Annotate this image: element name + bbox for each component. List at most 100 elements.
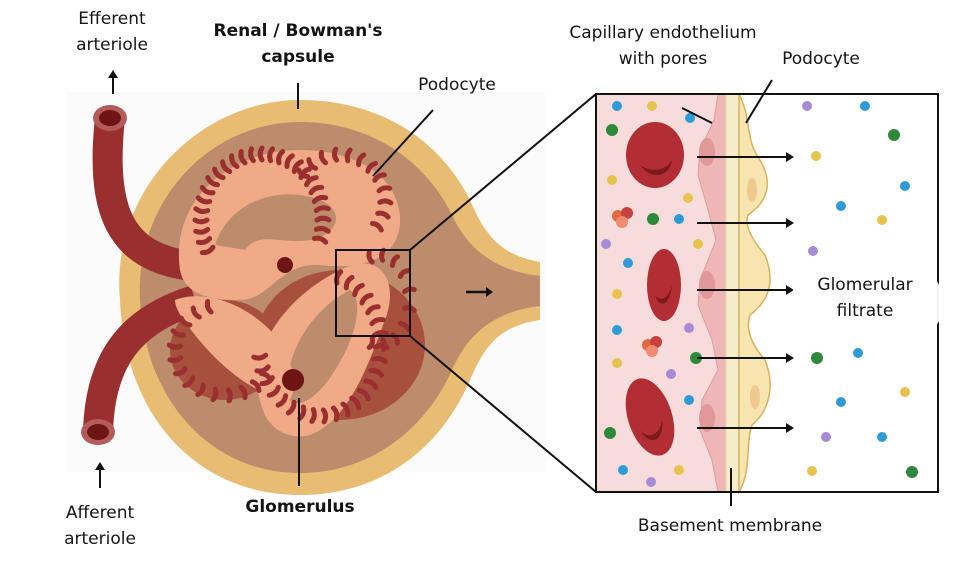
- afferent-line-2: arteriole: [64, 529, 136, 549]
- capillary-fold: [296, 167, 311, 179]
- solute-particle: [900, 181, 910, 191]
- capillary-folds: [166, 145, 417, 425]
- capillary-fold: [343, 274, 355, 291]
- capillary-fold: [375, 210, 391, 220]
- podocyte-label-right: Podocyte: [782, 49, 860, 69]
- solute-particle: [693, 239, 703, 249]
- endothelium-line-2: with pores: [618, 49, 708, 69]
- solute-particle: [807, 466, 817, 476]
- platelet-cluster: [612, 207, 633, 228]
- efferent-line-1: Efferent: [78, 9, 146, 29]
- capillary-fold: [331, 146, 340, 163]
- capillary-fold: [365, 304, 381, 316]
- solute-particle: [683, 193, 693, 203]
- capillary-fold: [320, 407, 329, 425]
- solute-particle: [601, 239, 611, 249]
- capillary-fold: [369, 221, 384, 233]
- efferent-arteriole-label: Efferent arteriole: [62, 6, 162, 58]
- afferent-arrow-head: [95, 462, 105, 470]
- capillary-fold: [199, 244, 216, 256]
- solute-particle: [808, 246, 818, 256]
- zoom-region-box: [335, 249, 411, 337]
- capillary-fold: [170, 328, 186, 338]
- capillary-fold: [225, 387, 233, 404]
- solute-particle: [684, 395, 694, 405]
- solute-particle: [607, 175, 617, 185]
- capillary-fold: [212, 166, 226, 181]
- capillary-fold: [195, 382, 206, 398]
- capillary-fold: [366, 250, 375, 265]
- renal-capsule-line-2: capsule: [261, 47, 335, 67]
- solute-particle: [612, 289, 622, 299]
- solute-particle: [666, 369, 676, 379]
- efferent-line-2: arteriole: [76, 35, 148, 55]
- solute-particle: [604, 427, 616, 439]
- red-blood-cell: [647, 249, 681, 321]
- capillary-fold: [166, 342, 183, 350]
- capillary-fold: [182, 375, 196, 389]
- podocyte-leader-left: [372, 109, 434, 177]
- capillary-fold: [192, 217, 210, 225]
- solute-particle: [836, 201, 846, 211]
- capillary-fold: [356, 152, 367, 168]
- solute-particle: [877, 432, 887, 442]
- solute-particle: [685, 113, 695, 123]
- capillary-endothelium-label: Capillary endothelium with pores: [548, 20, 778, 72]
- afferent-line-1: Afferent: [65, 503, 135, 523]
- solute-particle: [802, 101, 812, 111]
- capillary-fold: [349, 395, 362, 411]
- solute-particle: [612, 358, 622, 368]
- solute-particle: [906, 466, 918, 478]
- solute-particle: [623, 258, 633, 268]
- capillary-lumen: [282, 369, 304, 391]
- capillary-fold: [380, 337, 388, 353]
- afferent-arteriole: [81, 285, 200, 445]
- efferent-arteriole: [92, 105, 188, 280]
- solute-particle: [877, 215, 887, 225]
- podocyte-leader-right: [745, 79, 773, 124]
- filtrate-label-background: [792, 268, 942, 338]
- capillary-fold: [204, 299, 214, 315]
- capillary-fold: [178, 315, 193, 328]
- solute-particle: [684, 323, 694, 333]
- solute-particle: [900, 387, 910, 397]
- glomerular-filtrate-label: Glomerular filtrate: [800, 272, 930, 324]
- solute-particle: [811, 352, 823, 364]
- capillary-fold: [173, 366, 188, 377]
- filtration-arrow-head: [786, 152, 794, 162]
- podocyte-nucleus: [747, 178, 757, 202]
- capillary-fold: [297, 404, 307, 421]
- solute-particle: [612, 325, 622, 335]
- filtration-arrow-head: [786, 423, 794, 433]
- capillary-fold: [285, 399, 297, 416]
- filtration-arrow-head: [786, 218, 794, 228]
- solute-particle: [836, 397, 846, 407]
- capillary-fold: [365, 160, 379, 174]
- capillary-fold: [267, 146, 275, 164]
- capillary-fold: [195, 195, 213, 205]
- capillary-fold: [313, 225, 331, 234]
- red-blood-cell: [626, 122, 684, 188]
- basement-membrane: [725, 93, 740, 493]
- afferent-arteriole-label: Afferent arteriole: [50, 500, 150, 552]
- capillary-fold: [205, 175, 220, 188]
- capillary-fold: [276, 149, 286, 166]
- capillary-fold: [254, 364, 271, 374]
- filtration-arrow-head: [786, 353, 794, 363]
- efferent-arrow-head: [108, 70, 118, 78]
- capillary-fold: [379, 247, 387, 263]
- endothelial-nucleus: [699, 138, 715, 166]
- capillary-fold: [304, 175, 319, 188]
- filtrate-outflow-arrow: [466, 287, 493, 297]
- solute-particle: [612, 101, 622, 111]
- capillary-fold: [352, 282, 365, 298]
- capillary-fold: [306, 157, 319, 171]
- capillary-fold: [314, 215, 332, 223]
- zoom-connector-bottom: [409, 335, 597, 493]
- capillary-fold: [238, 384, 248, 401]
- capillary-fold: [313, 205, 331, 214]
- solute-particle: [647, 213, 659, 225]
- capillary-fold: [266, 384, 281, 398]
- podocyte-cell: [738, 93, 771, 495]
- capillary-fold: [275, 393, 289, 408]
